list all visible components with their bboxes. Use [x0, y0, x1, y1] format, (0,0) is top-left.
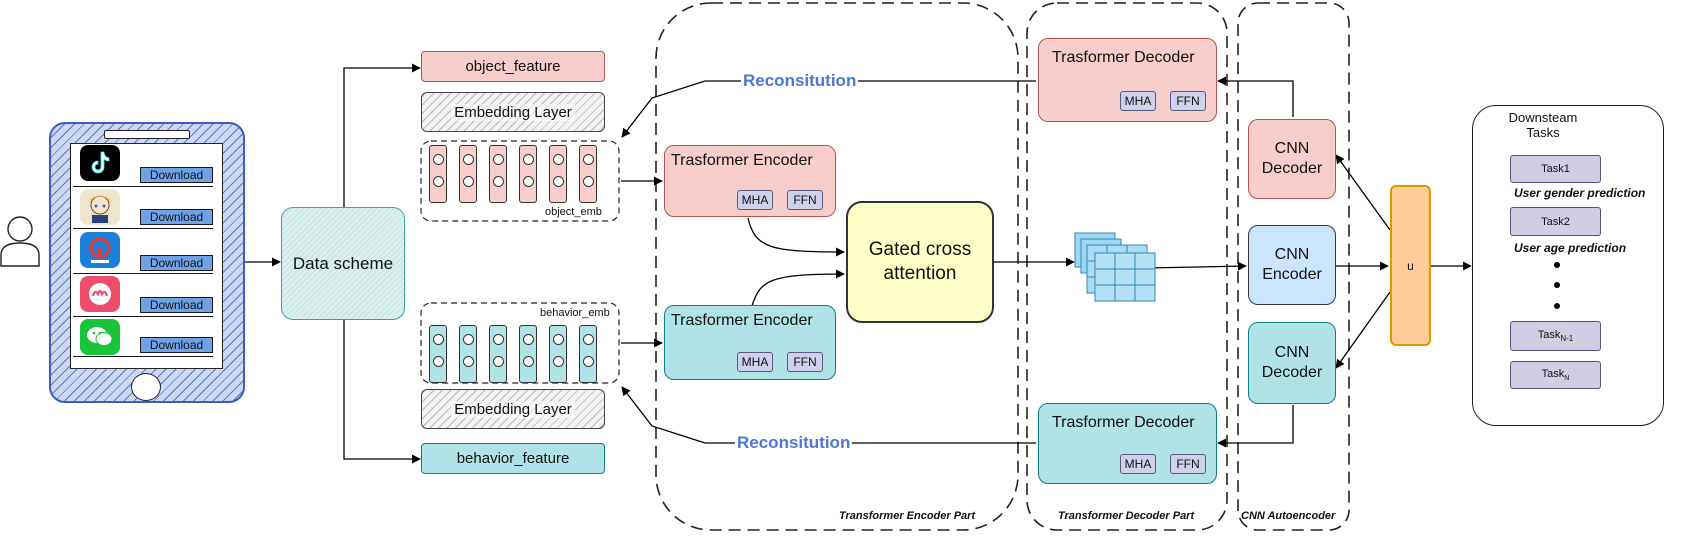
- railway-icon[interactable]: [80, 232, 120, 268]
- behavior-embedding-layer: Embedding Layer: [421, 389, 605, 429]
- ellipsis-dot-3: [1554, 303, 1560, 309]
- ellipsis-dot-1: [1554, 262, 1560, 268]
- task1-desc: User gender prediction: [1514, 186, 1646, 200]
- decoder-part-label: Transformer Decoder Part: [1058, 510, 1195, 522]
- download-button-4[interactable]: Download: [140, 297, 213, 313]
- transformer-encoder-top: Trasformer Encoder MHA FFN: [664, 145, 836, 217]
- phone-home-button[interactable]: [131, 373, 161, 401]
- transformer-decoder-bottom: Trasformer Decoder MHA FFN: [1038, 403, 1217, 484]
- object-emb-token-6: [579, 145, 597, 203]
- gated-cross-attention-node: Gated cross attention: [846, 201, 994, 323]
- object-feature-box: object_feature: [421, 51, 605, 82]
- download-button-2[interactable]: Download: [140, 209, 213, 225]
- latent-u-node: u: [1390, 185, 1431, 346]
- object-emb-label: object_emb: [545, 206, 602, 218]
- task1-label: Task1: [1541, 163, 1570, 175]
- object-emb-token-5: [549, 145, 567, 203]
- encoder-part-frame: [655, 2, 1019, 531]
- behavior-emb-token-1: [429, 325, 447, 383]
- task2-desc: User age prediction: [1514, 241, 1627, 255]
- encoder-bottom-title: Trasformer Encoder: [671, 312, 813, 329]
- behavior-emb-label: behavior_emb: [540, 307, 610, 319]
- cnn-encoder-label: CNN Encoder: [1262, 246, 1322, 283]
- behavior-emb-token-4: [519, 325, 537, 383]
- cnn-encoder: CNN Encoder: [1248, 225, 1336, 305]
- behavior-emb-token-2: [459, 325, 477, 383]
- task2-box: Task2: [1510, 207, 1601, 236]
- behavior-emb-token-6: [579, 325, 597, 383]
- transformer-decoder-top: Trasformer Decoder MHA FFN: [1038, 38, 1217, 122]
- task1-box: Task1: [1510, 155, 1601, 183]
- object-emb-token-4: [519, 145, 537, 203]
- task2-label: Task2: [1541, 215, 1570, 228]
- cnn-decoder-bottom-label: CNN Decoder: [1261, 344, 1323, 381]
- object-feature-label: object_feature: [465, 58, 561, 75]
- cnn-decoder-top-label: CNN Decoder: [1261, 140, 1323, 177]
- encoder-top-ffn: FFN: [787, 190, 823, 210]
- behavior-emb-token-5: [549, 325, 567, 383]
- data-scheme-node: Data scheme: [281, 207, 405, 320]
- ellipsis-dot-2: [1554, 282, 1560, 288]
- download-button-3[interactable]: Download: [140, 255, 213, 271]
- gated-cross-attention-label: Gated cross attention: [868, 239, 972, 284]
- behavior-feature-box: behavior_feature: [421, 443, 605, 474]
- user-icon: [0, 216, 40, 267]
- latent-u-label: u: [1407, 258, 1414, 273]
- object-emb-token-1: [429, 145, 447, 203]
- decoder-bottom-mha: MHA: [1120, 454, 1156, 474]
- wechat-icon[interactable]: [80, 319, 120, 355]
- cnn-decoder-top: CNN Decoder: [1248, 119, 1336, 199]
- tiktok-icon[interactable]: [80, 145, 120, 181]
- cnn-part-label: CNN Autoencoder: [1241, 510, 1336, 522]
- transformer-encoder-bottom: Trasformer Encoder MHA FFN: [664, 305, 836, 380]
- decoder-top-mha: MHA: [1120, 91, 1156, 111]
- behavior-feature-label: behavior_feature: [456, 450, 570, 467]
- task-n-box: TaskN: [1510, 361, 1601, 389]
- task-n-minus-1-box: TaskN-1: [1510, 321, 1601, 351]
- object-embedding-layer: Embedding Layer: [421, 92, 605, 132]
- decoder-top-ffn: FFN: [1170, 91, 1206, 111]
- download-button-5[interactable]: Download: [140, 337, 213, 353]
- download-button-1[interactable]: Download: [140, 167, 213, 183]
- decoder-bottom-title: Trasformer Decoder: [1052, 414, 1195, 431]
- object-emb-token-2: [459, 145, 477, 203]
- encoder-top-mha: MHA: [737, 190, 773, 210]
- object-emb-token-3: [489, 145, 507, 203]
- behavior-emb-token-3: [489, 325, 507, 383]
- anime-character-icon[interactable]: [80, 189, 120, 225]
- pink-app-icon[interactable]: [80, 276, 120, 312]
- object-embedding-label: Embedding Layer: [451, 103, 575, 121]
- decoder-top-title: Trasformer Decoder: [1052, 49, 1195, 66]
- task-n-minus-1-label: TaskN-1: [1537, 328, 1574, 344]
- cnn-decoder-bottom: CNN Decoder: [1248, 322, 1336, 404]
- task-n-label: TaskN: [1541, 367, 1570, 383]
- encoder-bottom-ffn: FFN: [787, 352, 823, 372]
- phone-speaker: [104, 130, 190, 139]
- reconsitution-bottom-label: Reconsitution: [735, 433, 853, 453]
- data-scheme-label: Data scheme: [292, 253, 394, 273]
- encoder-part-label: Transformer Encoder Part: [839, 510, 976, 522]
- feature-cube-icon: [1074, 232, 1156, 302]
- reconsitution-top-label: Reconsitution: [741, 71, 859, 91]
- decoder-bottom-ffn: FFN: [1170, 454, 1206, 474]
- encoder-top-title: Trasformer Encoder: [671, 152, 813, 169]
- behavior-embedding-label: Embedding Layer: [451, 400, 575, 418]
- encoder-bottom-mha: MHA: [737, 352, 773, 372]
- downstream-title: Downsteam Tasks: [1508, 110, 1578, 140]
